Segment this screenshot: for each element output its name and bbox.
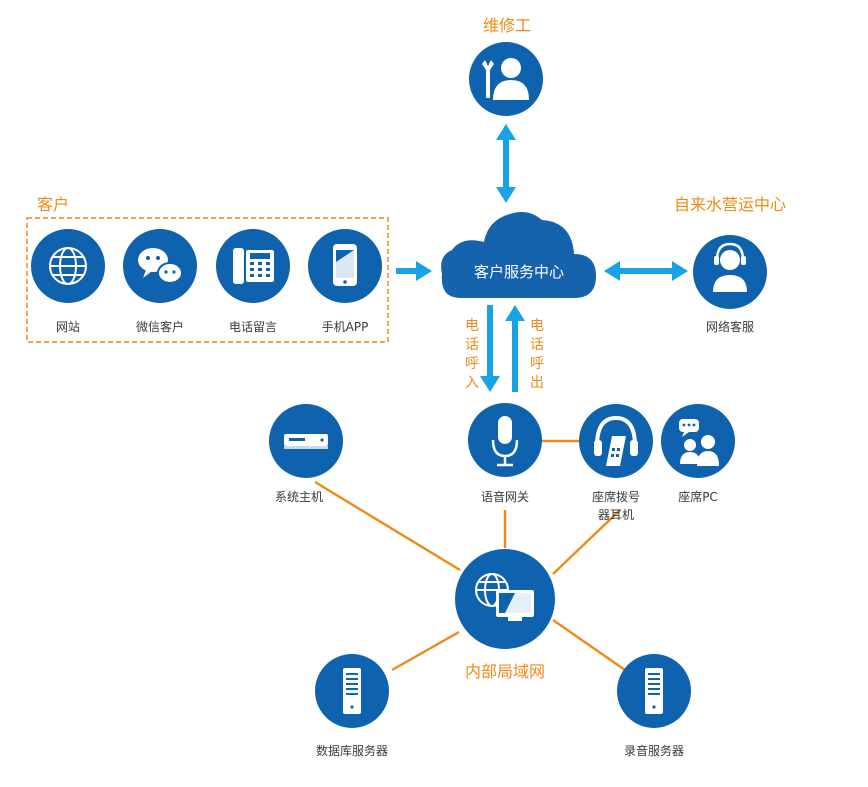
arrow-repair-cloud: [496, 124, 516, 203]
arrow-call-in: [480, 305, 500, 392]
call-out-label: 电 话 呼 出: [530, 318, 544, 391]
flow-arrows: [396, 124, 688, 392]
db-server-node: [315, 654, 389, 728]
tower-server-icon: [343, 668, 361, 714]
app-label: 手机APP: [322, 320, 369, 334]
svg-text:电: 电: [465, 318, 479, 334]
wechat-icon: [138, 248, 183, 284]
tower-server-icon: [645, 668, 663, 714]
arrow-call-out: [505, 305, 525, 392]
voicemail-label: 电话留言: [229, 320, 277, 334]
db-server-label: 数据库服务器: [316, 743, 388, 758]
headphones-icon: [594, 415, 638, 466]
customer-channel-website: [31, 229, 105, 303]
seat-headset-node: [579, 404, 653, 478]
chat-users-icon: [679, 419, 719, 466]
arrow-cloud-water: [604, 261, 688, 281]
seat-headset-label-line2: 器耳机: [598, 508, 634, 522]
arrow-customers-cloud: [396, 261, 432, 281]
network-service-label: 网络客服: [706, 319, 754, 334]
globe-icon: [49, 247, 87, 285]
monitor-globe-icon: [475, 573, 534, 621]
wrench-worker-icon: [482, 58, 529, 100]
customer-service-cloud: 客户服务中心: [441, 212, 596, 298]
svg-text:出: 出: [530, 375, 544, 391]
customer-channel-wechat: [123, 229, 197, 303]
server-host-icon: [284, 434, 328, 449]
rec-server-label: 录音服务器: [624, 743, 684, 758]
repairman-node: [469, 42, 543, 116]
call-in-label: 电 话 呼 入: [465, 318, 479, 391]
svg-text:入: 入: [465, 375, 479, 391]
line-lan-db: [391, 630, 460, 672]
rec-server-node: [617, 654, 691, 728]
wechat-label: 微信客户: [136, 319, 184, 334]
customer-group-box: [26, 217, 389, 343]
customer-group-title: 客户: [37, 195, 69, 214]
voice-gateway-node: [468, 403, 542, 477]
seat-headset-label-line1: 座席拨号: [592, 489, 640, 504]
system-host-node: [269, 404, 343, 478]
svg-text:话: 话: [465, 337, 479, 353]
svg-text:话: 话: [530, 337, 544, 353]
seat-pc-node: [661, 404, 735, 478]
repairman-title: 维修工: [483, 16, 531, 35]
lan-connections: [314, 439, 626, 672]
customer-channel-app: [308, 229, 382, 303]
cloud-title: 客户服务中心: [474, 263, 564, 281]
line-headset-lan: [552, 509, 621, 575]
customer-channel-voicemail: [216, 229, 290, 303]
desk-phone-icon: [233, 248, 274, 284]
svg-text:呼: 呼: [465, 356, 479, 372]
svg-text:呼: 呼: [530, 356, 544, 372]
line-host-lan: [314, 480, 461, 572]
mobile-phone-icon: [333, 244, 357, 286]
voice-gateway-label: 语音网关: [481, 489, 529, 504]
lan-title: 内部局域网: [465, 662, 545, 681]
network-service-node: [693, 235, 767, 309]
svg-text:电: 电: [530, 318, 544, 334]
website-label: 网站: [56, 320, 80, 334]
system-host-label: 系统主机: [275, 490, 323, 504]
line-lan-rec: [552, 619, 626, 671]
seat-pc-label: 座席PC: [678, 489, 718, 504]
lan-hub-node: [455, 549, 555, 649]
microphone-icon: [491, 416, 519, 467]
water-center-title: 自来水营运中心: [674, 195, 786, 214]
headset-agent-icon: [713, 242, 747, 292]
